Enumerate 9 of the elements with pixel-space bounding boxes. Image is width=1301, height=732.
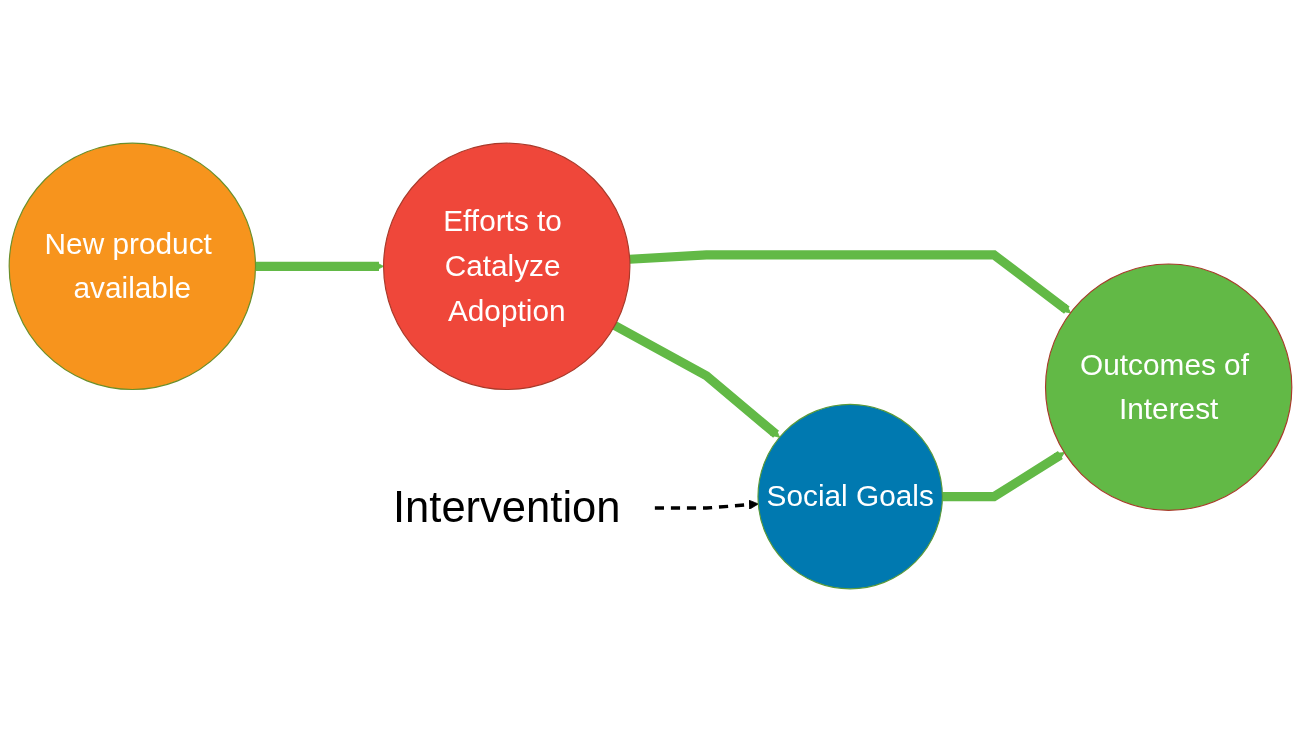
node-circle: Efforts to Catalyze Adoption [383, 142, 631, 391]
node-circle: Social Goals [757, 403, 943, 590]
arrow [654, 499, 759, 510]
node-circle: Outcomes of Interest [1044, 263, 1293, 511]
arrow [612, 321, 781, 438]
arrow [629, 250, 1071, 314]
node-circle: New product available [8, 142, 257, 391]
node-text: Intervention [392, 483, 621, 532]
arrow [942, 451, 1065, 502]
